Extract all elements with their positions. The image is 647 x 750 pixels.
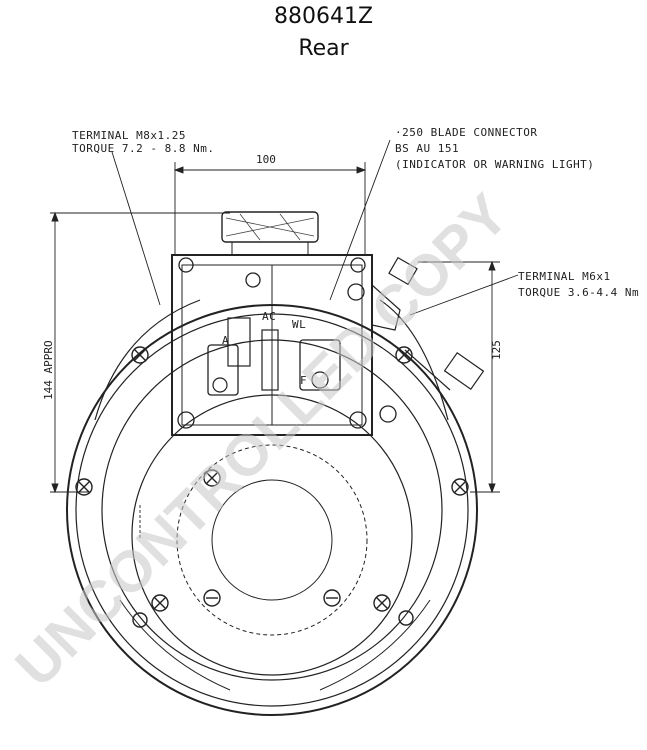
terminal-label-f: F <box>300 374 307 387</box>
dimension-height-right: 125 <box>490 340 503 360</box>
callout-blade-1: ·250 BLADE CONNECTOR <box>395 126 537 139</box>
terminal-box <box>171 211 485 436</box>
dimension-lines <box>50 162 500 540</box>
mounting-bolts <box>75 346 469 628</box>
dimension-width-top: 100 <box>256 153 276 166</box>
terminal-label-wl: WL <box>292 318 306 331</box>
callout-terminal-main-1: TERMINAL M8x1.25 <box>72 129 186 142</box>
callout-blade-3: (INDICATOR OR WARNING LIGHT) <box>395 158 594 171</box>
diagram-title: 880641Z <box>273 4 374 29</box>
callout-terminal-main-2: TORQUE 7.2 - 8.8 Nm. <box>72 142 214 155</box>
callout-blade-2: BS AU 151 <box>395 142 459 155</box>
callout-terminal-small-1: TERMINAL M6x1 <box>518 270 611 283</box>
diagram-subtitle: Rear <box>298 36 349 61</box>
callout-terminal-small-2: TORQUE 3.6-4.4 Nm <box>518 286 639 299</box>
terminal-label-a: A <box>222 334 229 347</box>
terminal-label-ac: AC <box>262 310 276 323</box>
leader-lines <box>111 139 519 316</box>
alternator-housing <box>66 299 478 716</box>
dimension-height-left: 144 APPRO <box>42 340 55 400</box>
